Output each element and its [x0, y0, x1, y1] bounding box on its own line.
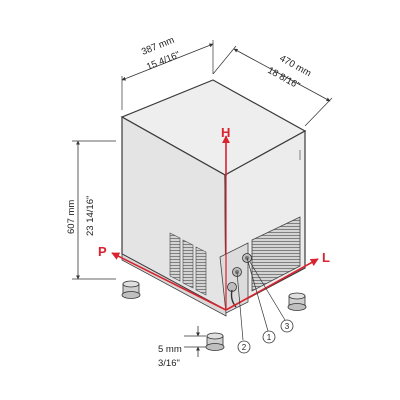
side-vent-grille: [169, 232, 207, 296]
front-vent-grille: [251, 216, 301, 292]
axis-p-line: [111, 252, 227, 311]
height-inch-label: 23 14/16": [85, 196, 96, 236]
axis-p-label: P: [98, 244, 107, 259]
feet-mm-label: 5 mm: [158, 344, 182, 355]
axes: H P L: [98, 125, 330, 311]
feet: [121, 280, 307, 351]
axis-h-label: H: [221, 125, 230, 140]
callout-2-label: 2: [242, 343, 247, 352]
height-mm-label: 607 mm: [66, 200, 77, 234]
machine-body: [120, 79, 307, 317]
callout-3-circle: [280, 319, 294, 333]
connection-panel: [219, 242, 249, 314]
foot-front: [205, 332, 225, 351]
foot-right: [287, 292, 307, 311]
callouts: 2 1 3: [236, 257, 294, 354]
dimension-feet: 5 mm 3/16": [158, 326, 206, 369]
foot-left: [121, 280, 141, 299]
callout-1-circle: [262, 330, 276, 344]
callout-1-label: 1: [267, 333, 272, 342]
callout-2-circle: [237, 340, 251, 354]
callout-3-label: 3: [285, 322, 290, 331]
axis-l-label: L: [322, 250, 330, 265]
feet-inch-label: 3/16": [158, 358, 180, 369]
axis-l-line: [225, 258, 319, 311]
dimension-height: 607 mm 23 14/16": [66, 140, 116, 280]
